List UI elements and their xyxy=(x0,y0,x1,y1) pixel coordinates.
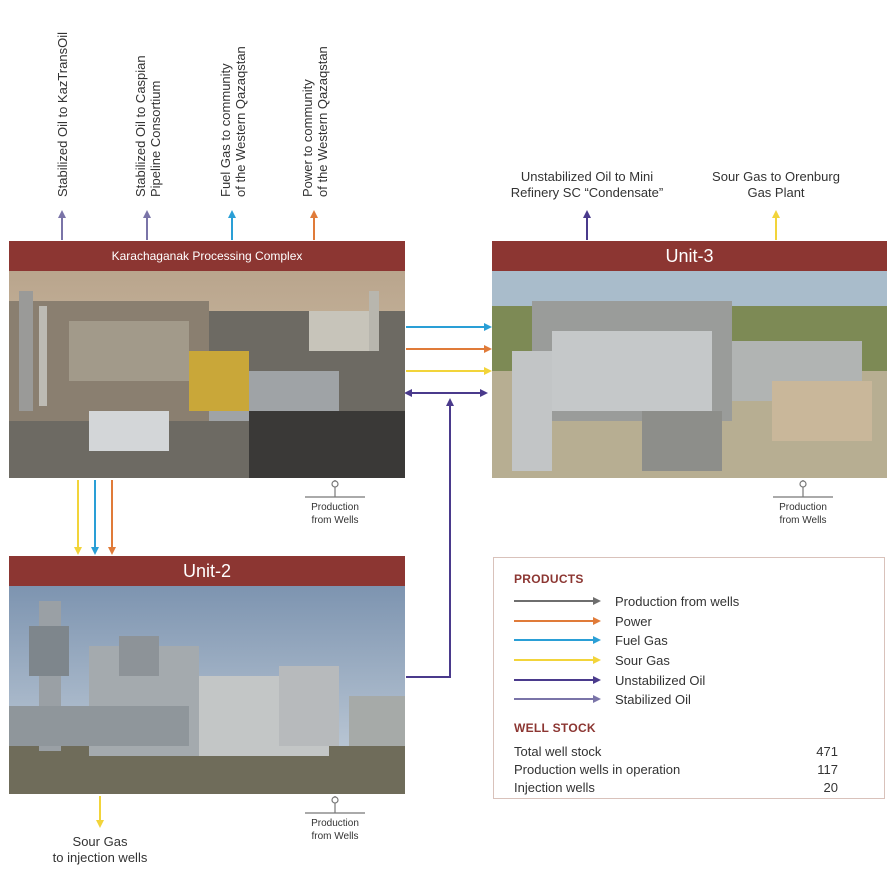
legend-arrows xyxy=(514,597,601,703)
unit3-title: Unit-3 xyxy=(665,246,714,266)
kpc-photo xyxy=(9,271,405,478)
legend-products-heading: PRODUCTS xyxy=(514,572,584,586)
label-sour-gas-orenburg: Sour Gas to Orenburg Gas Plant xyxy=(712,169,840,200)
label-stabilized-oil-kaztransoil: Stabilized Oil to KazTransOil xyxy=(55,32,70,197)
label-fuel-gas-community: Fuel Gas to community of the Western Qaz… xyxy=(218,46,248,197)
label-power-community: Power to community of the Western Qazaqs… xyxy=(300,46,330,197)
unit3-banner: Unit-3 xyxy=(492,241,887,271)
unit2-photo xyxy=(9,586,405,794)
unit2-title: Unit-2 xyxy=(182,561,231,581)
legend-item-power: Power xyxy=(615,614,652,629)
production-connector-unit3 xyxy=(773,480,833,498)
production-label-kpc: Production from Wells xyxy=(311,502,359,526)
unit3-photo xyxy=(492,271,887,478)
legend-item-stabilized-oil: Stabilized Oil xyxy=(615,692,691,707)
production-connector-unit2 xyxy=(305,796,365,814)
well-stock-production-value: 117 xyxy=(817,762,838,777)
label-sour-gas-injection: Sour Gas to injection wells xyxy=(52,834,148,865)
well-stock-injection-value: 20 xyxy=(823,780,838,795)
legend-well-stock-heading: WELL STOCK xyxy=(514,721,596,735)
production-label-unit3: Production from Wells xyxy=(779,502,827,526)
arrow-unstabilized-oil-unit2 xyxy=(406,398,454,678)
production-label-unit2: Production from Wells xyxy=(311,818,359,842)
well-stock-total-value: 471 xyxy=(816,744,838,759)
legend-item-production: Production from wells xyxy=(615,594,740,609)
kpc-title: Karachaganak Processing Complex xyxy=(111,249,303,263)
legend-item-unstabilized-oil: Unstabilized Oil xyxy=(615,673,706,688)
label-stabilized-oil-cpc: Stabilized Oil to Caspian Pipeline Conso… xyxy=(133,55,163,197)
label-unstabilized-oil-refinery: Unstabilized Oil to Mini Refinery SC “Co… xyxy=(510,169,664,200)
legend-item-fuel-gas: Fuel Gas xyxy=(615,633,668,648)
well-stock-production-label: Production wells in operation xyxy=(514,762,681,777)
unit2-banner: Unit-2 xyxy=(9,556,405,586)
production-connector-kpc xyxy=(305,480,365,498)
well-stock-total-label: Total well stock xyxy=(514,744,602,759)
legend-box: PRODUCTS Production from wells Power Fue… xyxy=(493,557,885,799)
well-stock-injection-label: Injection wells xyxy=(514,780,595,795)
kpc-banner: Karachaganak Processing Complex xyxy=(9,241,405,271)
legend-item-sour-gas: Sour Gas xyxy=(615,653,670,668)
